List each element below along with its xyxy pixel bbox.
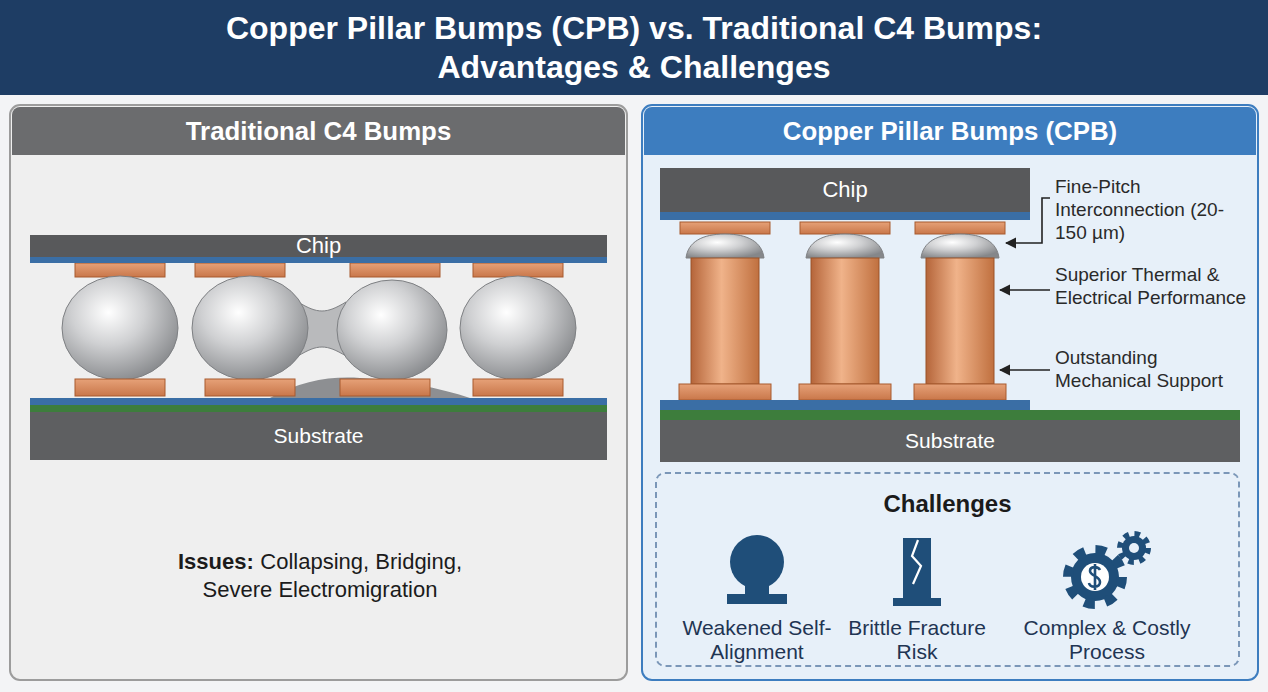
substrate-board: Substrate: [660, 410, 1240, 462]
gear-hub: [1129, 543, 1139, 553]
comparison-panel: Copper Pillar Bumps (CPB) ChipSubstrateCh…: [642, 105, 1258, 680]
copper-pillars: [660, 222, 1030, 410]
callout-text: Outstanding Mechanical Support: [1055, 347, 1251, 393]
copper-pillar: [926, 258, 994, 384]
gear-icon: [1071, 553, 1119, 601]
challenges-heading: Challenges: [657, 490, 1238, 518]
solder-cap: [806, 234, 884, 258]
solder-cap: [921, 234, 999, 258]
right-panel-ground: [642, 105, 1258, 680]
callout-leaders: [1000, 198, 1050, 370]
issues-heading: Issues:: [178, 549, 254, 574]
challenge-label: Brittle Fracture Risk: [832, 616, 1002, 664]
comparison-panel: Traditional C4 BumpsIssues:Collapsing, B…: [10, 105, 627, 680]
top-pad: [350, 263, 440, 277]
ball-icon: [727, 594, 787, 604]
crack-mark: [912, 540, 921, 584]
title: Copper Pillar Bumps (CPB) vs. Traditiona…: [154, 9, 1114, 86]
currency-mark: [1089, 564, 1100, 590]
solder-ball: [62, 276, 178, 380]
top-pad: [680, 222, 770, 234]
solder-ball: [192, 276, 308, 380]
chip-die: Chip: [660, 168, 1030, 220]
solder-ball: [460, 276, 576, 380]
top-pad: [75, 263, 165, 277]
callout-text: Superior Thermal & Electrical Performanc…: [1055, 264, 1251, 310]
bottom-pad: [340, 379, 430, 396]
solder-ball: [337, 280, 447, 380]
title-bar: Copper Pillar Bumps (CPB) vs. Traditiona…: [0, 0, 1268, 95]
challenge-label: Weakened Self-Alignment: [672, 616, 842, 664]
gear-teeth: [1120, 534, 1148, 562]
top-pad: [473, 263, 563, 277]
top-pad: [800, 222, 890, 234]
substrate-board: Substrate: [30, 398, 607, 460]
substrate-label: Substrate: [905, 429, 995, 453]
chip-label: Chip: [296, 233, 341, 259]
chip-label: Chip: [822, 177, 867, 203]
challenge-label: Complex & Costly Process: [1012, 616, 1202, 664]
ball-icon: [745, 585, 769, 594]
bottom-pad: [914, 384, 1006, 400]
copper-pillar: [691, 258, 759, 384]
top-pad: [915, 222, 1005, 234]
bottom-pad: [75, 379, 165, 396]
pillar-icon: [903, 538, 931, 598]
panel-heading: Copper Pillar Bumps (CPB): [644, 107, 1256, 155]
callout-text: Fine-Pitch Interconnection (20-150 µm): [1055, 176, 1251, 244]
c4-bumps: [62, 263, 576, 398]
solder-spill: [270, 378, 470, 398]
panel-grounds: [10, 105, 1258, 680]
gear-icon: [1122, 536, 1146, 560]
bottom-pad: [205, 379, 295, 396]
panel-heading: Traditional C4 Bumps: [12, 107, 625, 155]
gear-hub: [1081, 563, 1109, 591]
gear-teeth: [1068, 550, 1122, 604]
bottom-pad: [473, 379, 563, 396]
pillar-icon: [893, 598, 941, 606]
left-panel-ground: [10, 105, 627, 680]
leader-line: [1000, 369, 1050, 371]
solder-cap: [686, 234, 764, 258]
substrate-metal-layer: [660, 400, 1030, 410]
issues-note: Issues:Collapsing, Bridging, Severe Elec…: [150, 548, 490, 603]
top-pad: [195, 263, 285, 277]
leader-line: [1000, 289, 1050, 291]
ball-icon: [730, 535, 784, 589]
bottom-pad: [679, 384, 771, 400]
challenge-icons: [727, 534, 1148, 606]
substrate-label: Substrate: [274, 424, 364, 448]
chip-die: Chip: [30, 235, 607, 263]
bottom-pad: [799, 384, 891, 400]
copper-pillar: [811, 258, 879, 384]
